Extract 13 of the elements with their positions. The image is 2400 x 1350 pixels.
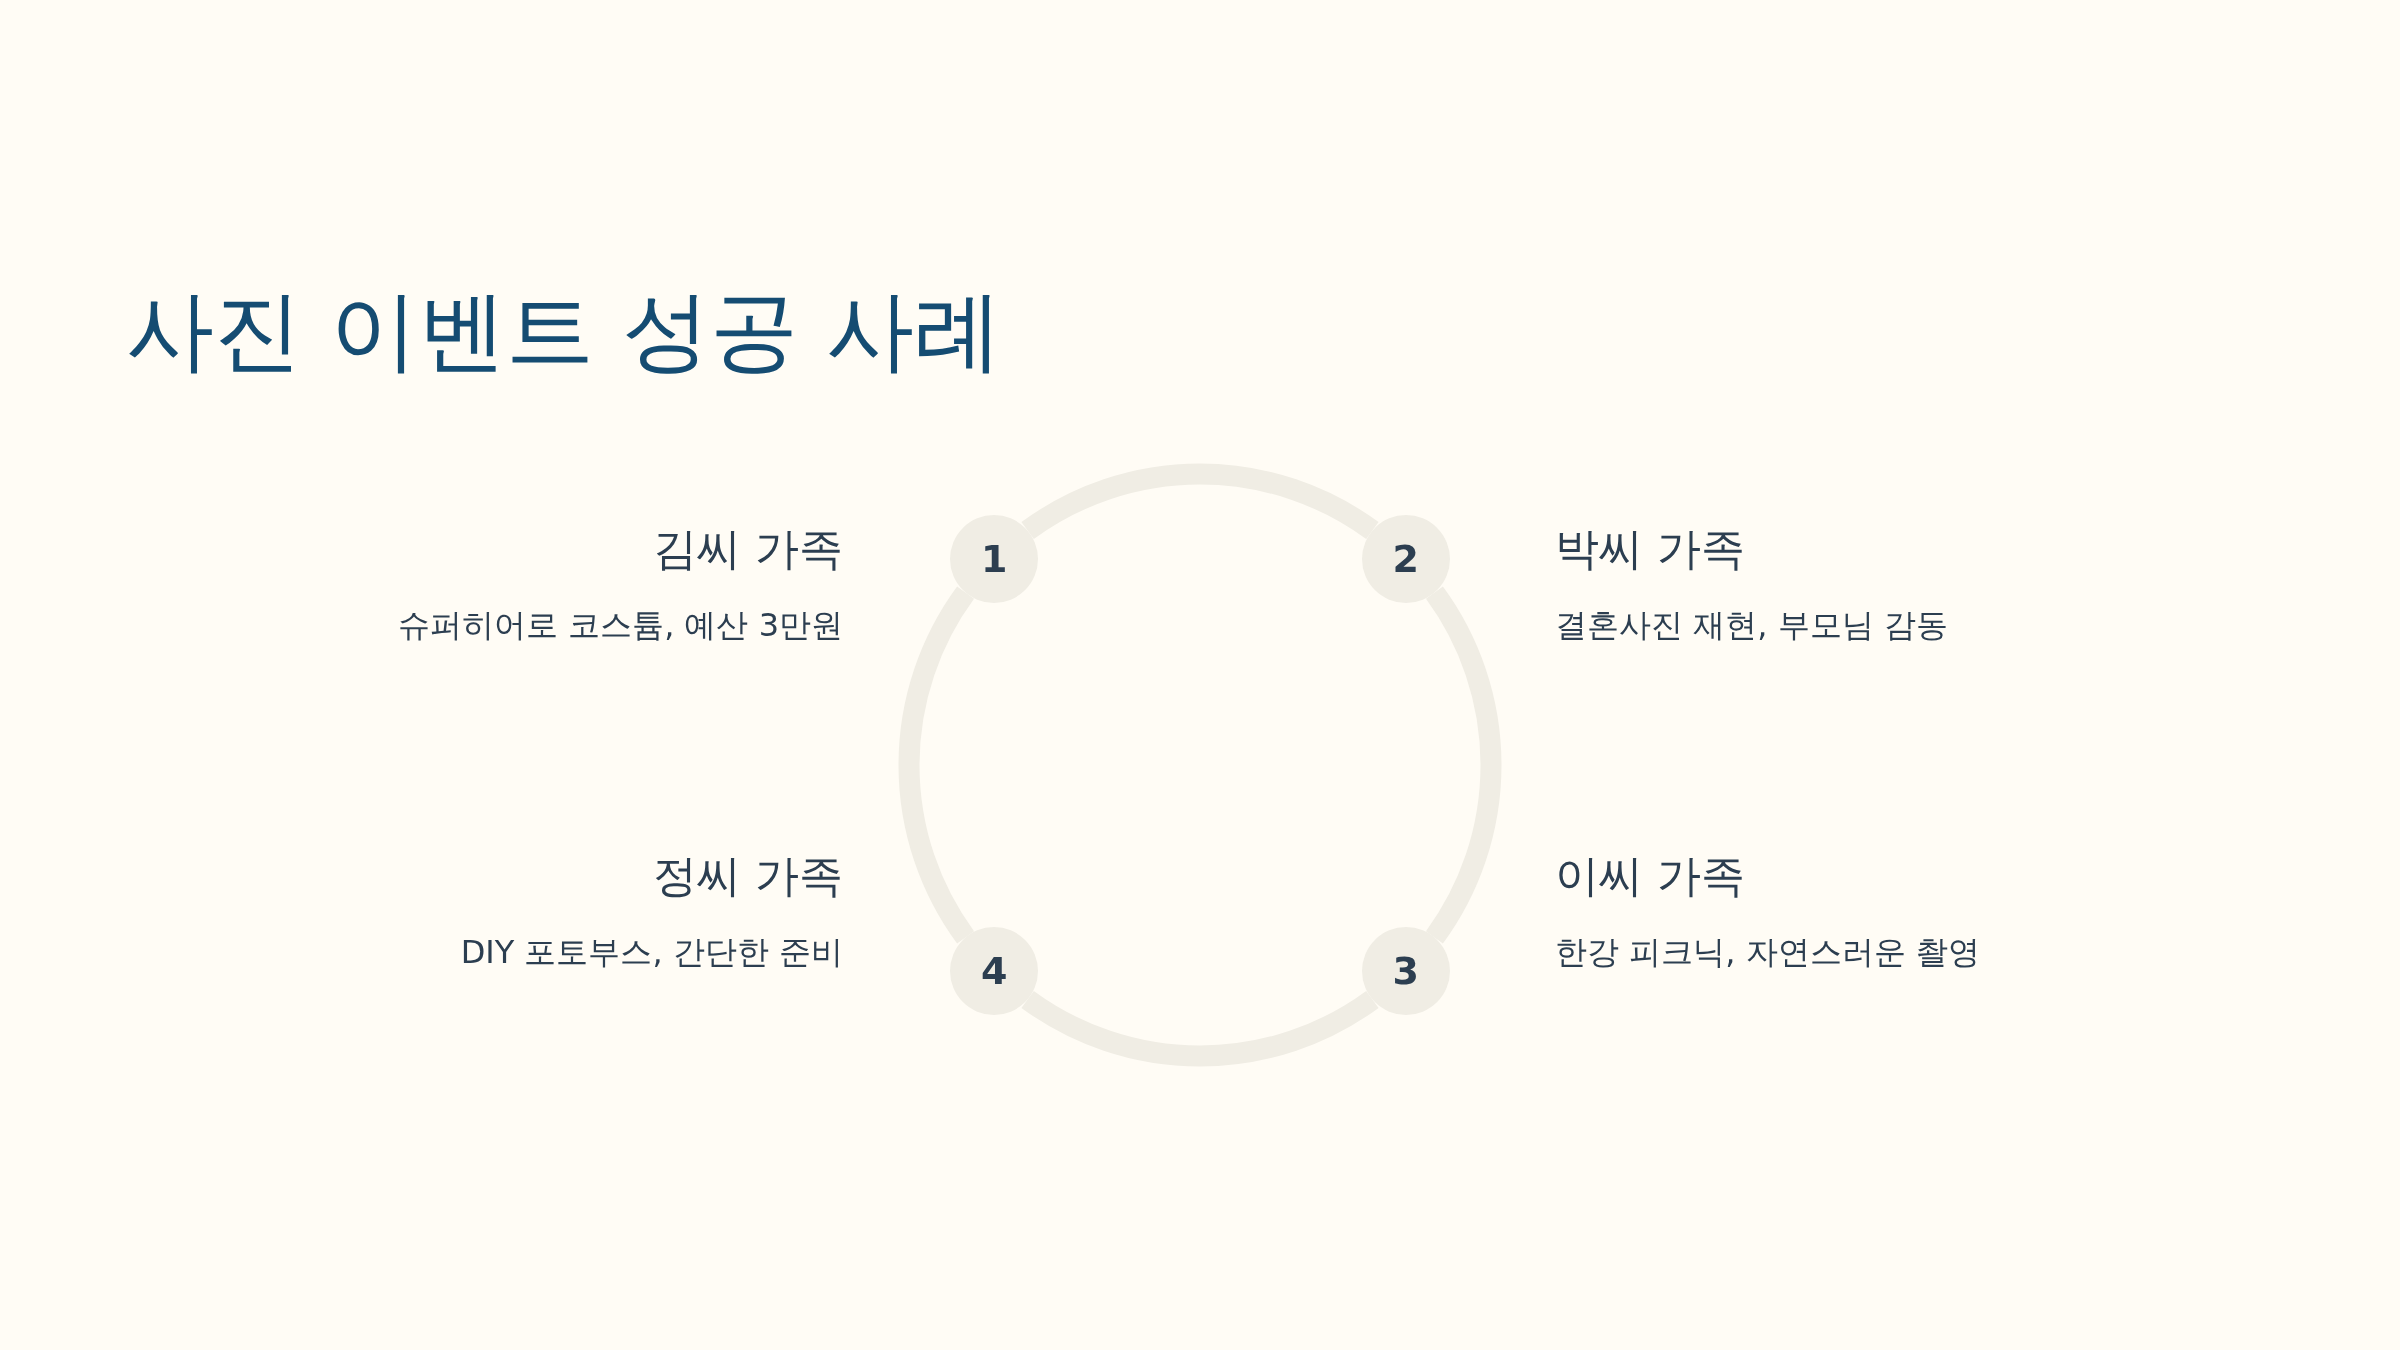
case-description: 한강 피크닉, 자연스러운 촬영 — [1555, 932, 1980, 974]
number-circle: 2 — [1361, 515, 1450, 604]
family-heading: 박씨 가족 — [1555, 522, 1745, 576]
number-circle: 4 — [950, 926, 1039, 1015]
family-heading: 이씨 가족 — [1555, 849, 1745, 903]
title: 사진 이벤트 성공 사례 — [126, 278, 1002, 384]
family-heading: 정씨 가족 — [653, 849, 843, 903]
number-circle: 3 — [1361, 926, 1450, 1015]
case-description: 슈퍼히어로 코스튬, 예산 3만원 — [397, 605, 843, 647]
number-circle: 1 — [950, 515, 1039, 604]
family-heading: 김씨 가족 — [653, 522, 843, 576]
case-description: 결혼사진 재현, 부모님 감동 — [1555, 605, 1948, 647]
case-description: DIY 포토부스, 간단한 준비 — [460, 932, 843, 974]
